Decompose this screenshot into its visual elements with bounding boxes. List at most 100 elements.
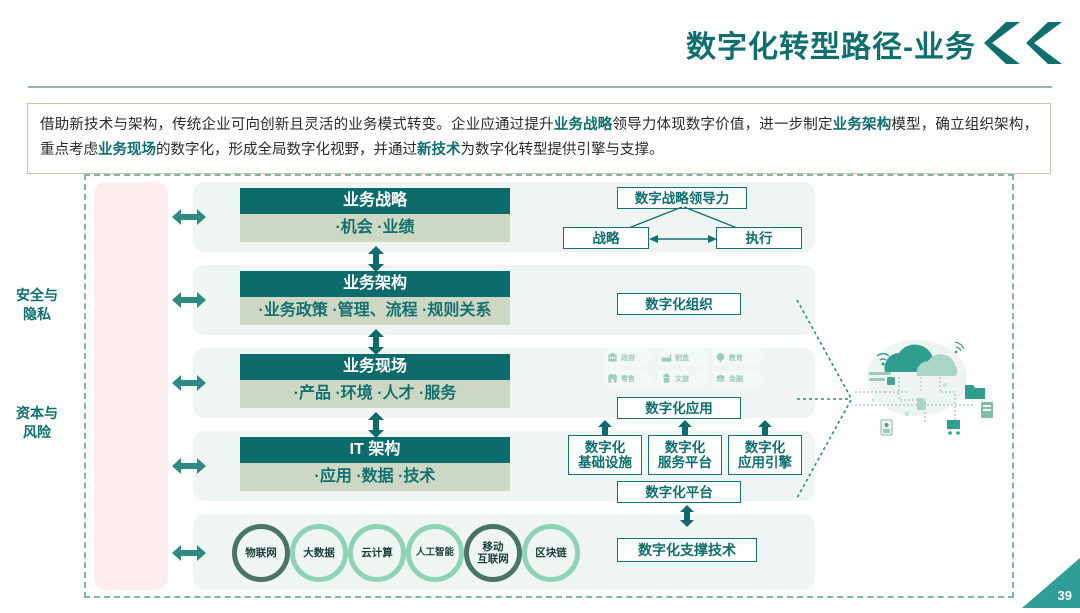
layer-items: ·产品 ·环境 ·人才 ·服务 <box>240 380 510 408</box>
industry-label: 政府 <box>621 354 635 362</box>
box-service-line1: 数字化 <box>664 440 706 455</box>
tech-circle-bigdata[interactable]: 大数据 <box>290 524 348 582</box>
industry-chip-finance: 金融 <box>712 370 762 387</box>
box-digital-organization[interactable]: 数字化组织 <box>617 293 741 315</box>
left-label-security-line2: 隐私 <box>23 306 51 322</box>
left-label-capital-line2: 风险 <box>23 424 51 440</box>
tech-label: 大数据 <box>303 547 335 559</box>
box-digital-service-platform[interactable]: 数字化 服务平台 <box>648 435 722 475</box>
horizontal-double-arrow-icon <box>172 290 206 310</box>
page-title: 数字化转型路径-业务 <box>686 31 976 64</box>
box-engine-text: 数字化 应用引擎 <box>738 440 792 470</box>
layer-card-business-strategy: 业务战略 ·机会 ·业绩 <box>240 188 510 242</box>
page-corner-triangle <box>1022 558 1080 608</box>
tech-circle-ai[interactable]: 人工智能 <box>406 524 464 582</box>
factory-icon <box>661 354 672 362</box>
industry-label: 金融 <box>729 375 743 383</box>
document-icon <box>917 398 926 410</box>
intro-highlight: 业务现场 <box>98 142 156 158</box>
layer-title: 业务战略 <box>240 188 510 214</box>
tech-circle-iot[interactable]: 物联网 <box>232 524 290 582</box>
industry-label: 教育 <box>729 354 743 362</box>
box-infra-line2: 基础设施 <box>578 455 632 470</box>
server-icon <box>981 402 993 418</box>
box-service-line2: 服务平台 <box>658 455 712 470</box>
tech-label: 云计算 <box>361 547 393 559</box>
layer-title: IT 架构 <box>240 437 510 463</box>
tech-label: 移动 互联网 <box>477 541 509 565</box>
tech-label-line1: 移动 <box>482 541 504 553</box>
box-service-text: 数字化 服务平台 <box>658 440 712 470</box>
tech-circle-blockchain[interactable]: 区块链 <box>522 524 580 582</box>
box-execution[interactable]: 执行 <box>716 227 802 249</box>
dotted-connector-bracket <box>755 299 867 500</box>
retail-store-icon <box>607 374 618 383</box>
left-label-capital: 资本与 风险 <box>0 404 74 442</box>
vertical-double-arrow-icon <box>679 505 695 527</box>
left-label-security: 安全与 隐私 <box>0 286 74 324</box>
box-digital-application-engine[interactable]: 数字化 应用引擎 <box>728 435 802 475</box>
tech-label: 物联网 <box>245 547 277 559</box>
diagram-dashed-frame <box>84 174 1014 598</box>
intro-text-box: 借助新技术与架构，传统企业可向创新且灵活的业务模式转变。企业应通过提升业务战略领… <box>27 103 1051 174</box>
horizontal-double-arrow-icon <box>172 456 206 476</box>
box-digital-infrastructure[interactable]: 数字化 基础设施 <box>568 435 642 475</box>
layer-items: ·业务政策 ·管理、流程 ·规则关系 <box>240 297 510 325</box>
industry-label: 零售 <box>621 375 635 383</box>
left-label-security-line1: 安全与 <box>16 287 58 303</box>
box-infra-line1: 数字化 <box>584 440 626 455</box>
intro-text: 的数字化，形成全局数字化视野，并通过 <box>156 142 417 158</box>
box-digital-support-technology[interactable]: 数字化支撑技术 <box>617 538 757 562</box>
industry-chip-education: 教育 <box>712 349 762 366</box>
layer-items: ·机会 ·业绩 <box>240 214 510 242</box>
cloud-computing-illustration <box>855 330 1007 450</box>
left-governance-panel <box>94 182 168 590</box>
box-strategy[interactable]: 战略 <box>563 227 649 249</box>
technology-circle-group: 物联网 大数据 云计算 人工智能 移动 互联网 区块链 <box>232 524 580 582</box>
page-number: 39 <box>1057 588 1072 603</box>
box-infra-text: 数字化 基础设施 <box>578 440 632 470</box>
tech-label: 区块链 <box>535 547 567 559</box>
layer-title: 业务架构 <box>240 271 510 297</box>
horizontal-double-arrow-icon <box>172 207 206 227</box>
industry-chip-manufacturing: 制造 <box>658 349 708 366</box>
industry-icon-grid: 政府 制造 教育 零售 文旅 金融 <box>604 349 762 389</box>
intro-highlight: 业务架构 <box>832 117 892 133</box>
intro-highlight: 业务战略 <box>553 117 613 133</box>
box-digital-strategy-leadership[interactable]: 数字战略领导力 <box>617 187 747 209</box>
tech-circle-mobile-internet[interactable]: 移动 互联网 <box>464 524 522 582</box>
education-brain-icon <box>716 353 725 363</box>
intro-paragraph: 借助新技术与架构，传统企业可向创新且灵活的业务模式转变。企业应通过提升业务战略领… <box>40 113 1038 163</box>
header-divider <box>28 86 1052 88</box>
industry-chip-retail: 零售 <box>604 370 654 387</box>
box-digital-platform[interactable]: 数字化平台 <box>617 481 741 503</box>
box-digital-application[interactable]: 数字化应用 <box>617 397 741 419</box>
government-building-icon <box>607 352 618 362</box>
vertical-double-arrow-icon <box>367 246 385 272</box>
tech-label-line2: 互联网 <box>477 553 509 565</box>
horizontal-double-arrow-icon <box>172 543 206 563</box>
layer-items: ·应用 ·数据 ·技术 <box>240 463 510 491</box>
layer-card-it-architecture: IT 架构 ·应用 ·数据 ·技术 <box>240 437 510 491</box>
culture-tourism-icon <box>663 373 670 383</box>
layer-card-business-architecture: 业务架构 ·业务政策 ·管理、流程 ·规则关系 <box>240 271 510 325</box>
left-label-capital-line1: 资本与 <box>16 405 58 421</box>
box-engine-line2: 应用引擎 <box>738 455 792 470</box>
cart-icon <box>947 420 960 435</box>
horizontal-double-arrow-icon <box>172 373 206 393</box>
mobile-icon <box>880 419 893 436</box>
intro-text: 借助新技术与架构，传统企业可向创新且灵活的业务模式转变。企业应通过提升 <box>40 117 554 133</box>
layer-title: 业务现场 <box>240 354 510 380</box>
industry-chip-culture-tourism: 文旅 <box>658 370 708 387</box>
folder-icon <box>965 385 985 399</box>
intro-text: 为数字化转型提供引擎与支撑。 <box>460 142 664 158</box>
tech-circle-cloud[interactable]: 云计算 <box>348 524 406 582</box>
layer-card-business-scene: 业务现场 ·产品 ·环境 ·人才 ·服务 <box>240 354 510 408</box>
intro-highlight: 新技术 <box>417 142 461 158</box>
tech-label: 人工智能 <box>415 547 454 558</box>
industry-label: 制造 <box>675 354 689 362</box>
vertical-double-arrow-icon <box>367 412 385 438</box>
vertical-double-arrow-icon <box>367 329 385 355</box>
box-engine-line1: 数字化 <box>744 440 786 455</box>
intro-text: 模型，确立组织架构，重点考虑 <box>40 117 1039 158</box>
